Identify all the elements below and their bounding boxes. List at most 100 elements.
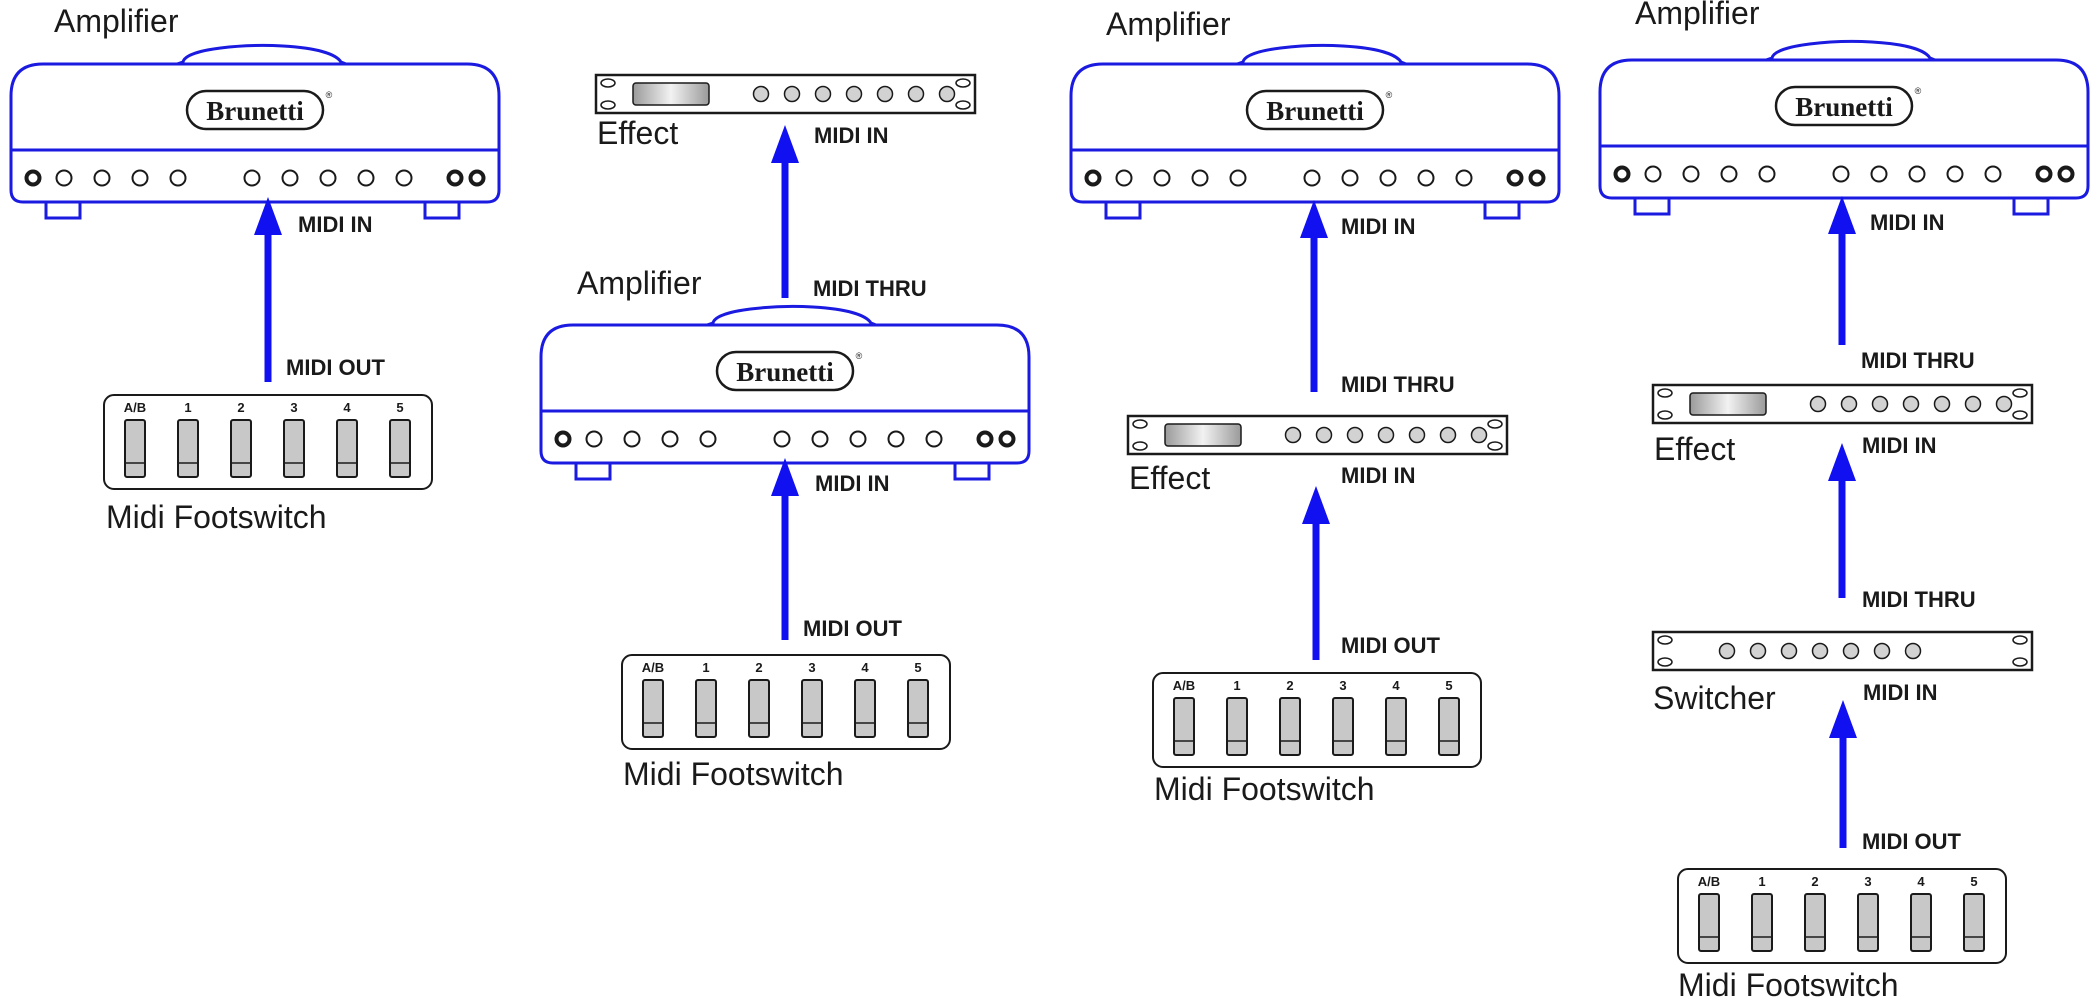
amp-jack [998, 430, 1016, 448]
amp-knob [1644, 165, 1662, 183]
rack-ear-slot [1657, 388, 1673, 398]
amp-handle [1230, 44, 1412, 68]
midi-in-label: MIDI IN [1870, 210, 1945, 235]
amplifier-s3: Brunetti ® [1069, 44, 1561, 220]
footswitch-key-label: 4 [1917, 874, 1925, 889]
footswitch-label: Midi Footswitch [1154, 771, 1375, 807]
footswitch-key-label: 2 [1811, 874, 1818, 889]
amp-knob [925, 430, 943, 448]
rack-knob [1718, 642, 1736, 660]
footswitch-button [1751, 893, 1773, 952]
arrow-head [1828, 443, 1856, 481]
rack-ear-slot [2012, 657, 2028, 667]
switcher-label: Switcher [1653, 680, 1776, 716]
amp-knob [811, 430, 829, 448]
amp-knob [887, 430, 905, 448]
brand-logo-text: Brunetti [1795, 92, 1893, 122]
midi-out-label: MIDI OUT [1341, 633, 1441, 658]
rack-knob [1964, 395, 1982, 413]
rack-ear-slot [1657, 410, 1673, 420]
amp-knob [281, 169, 299, 187]
footswitch-button [230, 419, 252, 478]
midi-out-label: MIDI OUT [286, 355, 386, 380]
midi-cable-arrow [1829, 700, 1857, 848]
amp-jack [1506, 169, 1524, 187]
amp-foot-left [44, 199, 82, 220]
arrow-head [254, 197, 282, 235]
amp-knob [1084, 169, 1102, 187]
footswitch-key-label: 2 [755, 660, 762, 675]
midi-cable-arrow [1828, 443, 1856, 598]
footswitch-key-label: 1 [1233, 678, 1240, 693]
rack-knob [1377, 426, 1395, 444]
amplifier-label: Amplifier [54, 3, 179, 39]
footswitch-button [1857, 893, 1879, 952]
midi-in-label: MIDI IN [1341, 463, 1416, 488]
amp-knob [55, 169, 73, 187]
amp-knob [1720, 165, 1738, 183]
amp-knob [169, 169, 187, 187]
amp-jack [468, 169, 486, 187]
footswitch-button [1804, 893, 1826, 952]
amp-knob [661, 430, 679, 448]
footswitch-key-label: 1 [184, 400, 191, 415]
rack-knob [907, 85, 925, 103]
footswitch-key-label: 4 [1392, 678, 1400, 693]
arrow-head [771, 458, 799, 496]
rack-display [1164, 423, 1242, 447]
footswitch-body [621, 654, 951, 750]
amplifier-s4: Brunetti® [1598, 40, 2090, 216]
amp-knob [1417, 169, 1435, 187]
amp-foot-right [2012, 195, 2050, 216]
footswitch-key-label: 3 [1864, 874, 1871, 889]
rack-ear-slot [600, 78, 616, 88]
footswitch-button [1963, 893, 1985, 952]
rack-knob [1995, 395, 2013, 413]
amp-knob [1984, 165, 2002, 183]
rack-knob [752, 85, 770, 103]
amp-foot-right [953, 460, 991, 481]
rack-ear-slot [955, 100, 971, 110]
footswitch-button [1910, 893, 1932, 952]
amp-knob [1229, 169, 1247, 187]
brand-logo-text: Brunetti [1266, 96, 1364, 126]
rack-knob [1904, 642, 1922, 660]
rack-knob [876, 85, 894, 103]
footswitch-button [389, 419, 411, 478]
brand-logo-oval [185, 89, 325, 131]
footswitch-button [642, 679, 664, 738]
rack-knob [1749, 642, 1767, 660]
rack-knob [1470, 426, 1488, 444]
footswitch-button [177, 419, 199, 478]
midi-in-label: MIDI IN [1863, 680, 1938, 705]
amp-jack [446, 169, 464, 187]
amp-body [1598, 58, 2090, 200]
midi-cable-arrow [1828, 196, 1856, 345]
footswitch-button [1385, 697, 1407, 756]
brand-logo-oval [1774, 85, 1914, 127]
amp-body [539, 323, 1031, 465]
footswitch-button [748, 679, 770, 738]
footswitch-button [854, 679, 876, 738]
registered-mark: ® [1386, 90, 1393, 100]
footswitch-key-label: 2 [1286, 678, 1293, 693]
amp-knob [623, 430, 641, 448]
amplifier-s1: Brunetti® [9, 44, 501, 220]
amp-body [9, 62, 501, 204]
amp-jack [2035, 165, 2053, 183]
brand-logo-text: Brunetti [206, 96, 304, 126]
midi-in-label: MIDI IN [814, 123, 889, 148]
footswitch-key-label: 4 [861, 660, 869, 675]
footswitch-button [695, 679, 717, 738]
rack-knob [1780, 642, 1798, 660]
rack-ear-slot [1657, 635, 1673, 645]
footswitch-button [1279, 697, 1301, 756]
rack-knob [1902, 395, 1920, 413]
rack-ear-slot [2012, 410, 2028, 420]
footswitch-body [1152, 672, 1482, 768]
midi-in-label: MIDI IN [815, 471, 890, 496]
footswitch-label: Midi Footswitch [1678, 967, 1899, 1003]
rack-knob [1811, 642, 1829, 660]
